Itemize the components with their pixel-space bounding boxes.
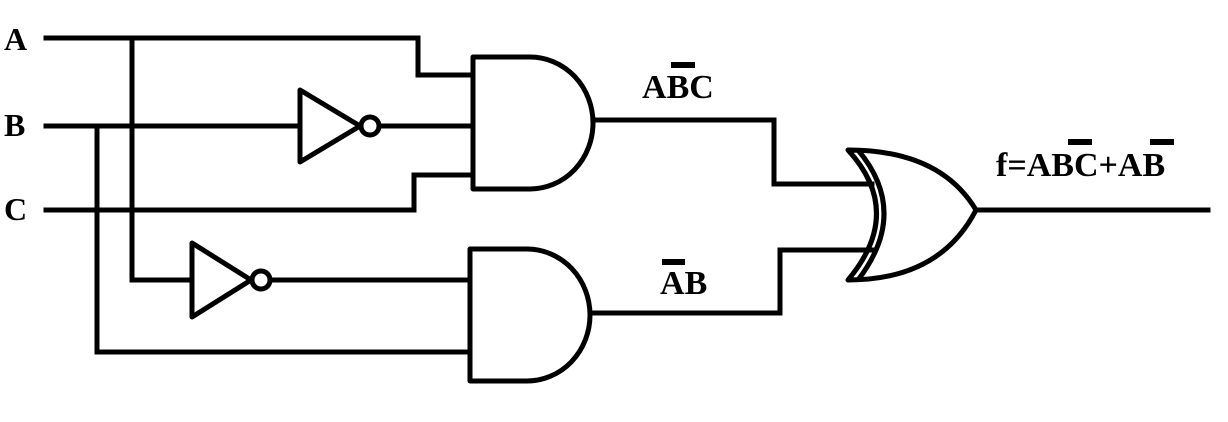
not-gate-b bbox=[297, 87, 382, 165]
not-gate-a bbox=[189, 240, 273, 320]
and-gate-bottom bbox=[467, 246, 593, 384]
output-expression-text: f=ABC+AB bbox=[996, 147, 1165, 184]
wire-term1 bbox=[590, 117, 875, 187]
wire-term2 bbox=[587, 247, 878, 316]
input-label-c: C bbox=[4, 191, 27, 227]
term2-label-text: AB bbox=[660, 265, 707, 302]
or-gate-output bbox=[845, 147, 979, 283]
wire-c bbox=[43, 172, 476, 213]
term-label-2: AB bbox=[660, 259, 707, 302]
output-expression: f=ABC+AB bbox=[996, 139, 1174, 184]
term-label-1: ABC bbox=[642, 62, 714, 106]
term1-label-text: ABC bbox=[642, 69, 714, 106]
input-label-a: A bbox=[4, 21, 27, 57]
input-label-b: B bbox=[4, 107, 25, 143]
wire-b bbox=[43, 123, 476, 355]
and-gate-top bbox=[470, 54, 596, 192]
wire-a bbox=[43, 35, 476, 283]
